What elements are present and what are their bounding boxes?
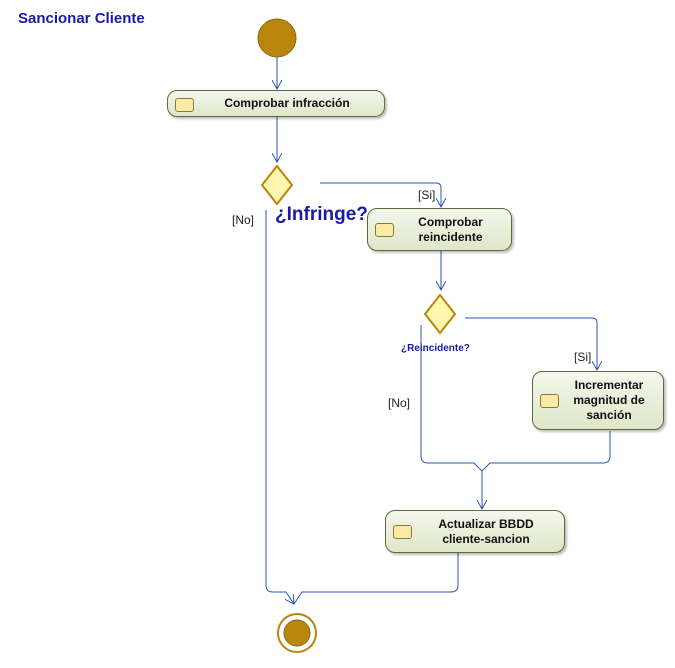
guard-infringe-si: [Si] bbox=[418, 188, 436, 202]
flow-reincidente-no bbox=[420, 325, 483, 472]
flow-infringe-no bbox=[265, 210, 294, 604]
decision-infringe-diamond bbox=[260, 164, 294, 206]
diagram-title: Sancionar Cliente bbox=[18, 10, 145, 27]
action-label: Incrementar magnitud de sanción bbox=[573, 378, 645, 422]
initial-node bbox=[257, 18, 297, 58]
final-node-inner bbox=[283, 619, 311, 647]
decision-reincidente-label: ¿Reincidente? bbox=[401, 343, 470, 354]
flow-reincidente-si bbox=[465, 317, 597, 370]
action-comprobar-infraccion[interactable]: Comprobar infracción bbox=[167, 90, 385, 117]
guard-infringe-no: [No] bbox=[232, 213, 255, 227]
action-label: Comprobar reincidente bbox=[418, 214, 483, 244]
flow-infringe-si bbox=[320, 182, 441, 207]
action-icon bbox=[175, 98, 194, 112]
action-icon bbox=[540, 394, 559, 408]
action-actualizar-bbdd[interactable]: Actualizar BBDD cliente-sancion bbox=[385, 510, 565, 553]
flow-incrementar-to-merge bbox=[481, 431, 611, 472]
action-icon bbox=[375, 223, 394, 237]
action-comprobar-reincidente[interactable]: Comprobar reincidente bbox=[367, 208, 512, 251]
decision-infringe-label: ¿Infringe? bbox=[275, 204, 368, 225]
guard-reincidente-si: [Si] bbox=[574, 350, 592, 364]
guard-reincidente-no: [No] bbox=[388, 396, 411, 410]
flow-actualizar-to-end bbox=[293, 553, 459, 605]
decision-reincidente-diamond bbox=[423, 293, 457, 335]
action-label: Comprobar infracción bbox=[224, 96, 350, 110]
action-icon bbox=[393, 525, 412, 539]
action-incrementar-magnitud[interactable]: Incrementar magnitud de sanción bbox=[532, 371, 664, 430]
action-label: Actualizar BBDD cliente-sancion bbox=[438, 516, 534, 546]
